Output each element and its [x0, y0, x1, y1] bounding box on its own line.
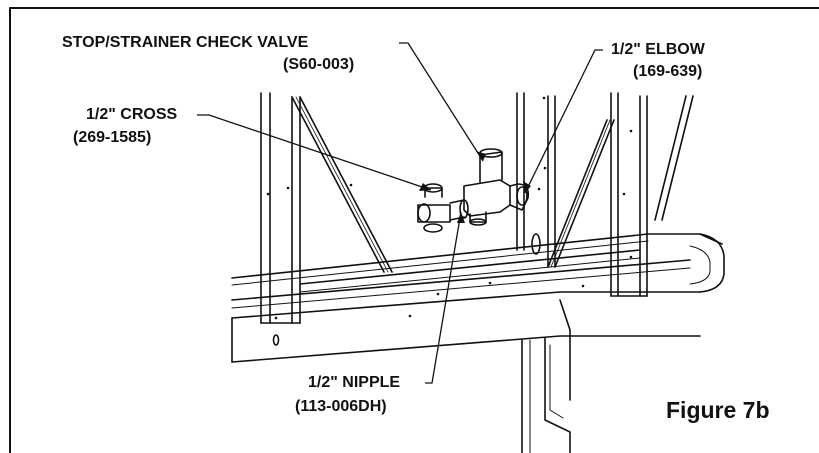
cross-part-number: (269-1585)	[73, 129, 152, 146]
horizontal-rail-top	[231, 233, 723, 279]
elbow-part-number: (169-639)	[633, 63, 703, 80]
left-upright-post	[260, 92, 301, 324]
arrow-nipple	[457, 212, 465, 223]
center-upright-post	[516, 92, 556, 267]
valve-top-port	[479, 151, 503, 183]
leader-elbow	[524, 49, 603, 194]
leader-check-valve	[399, 42, 484, 162]
lower-leg-side	[559, 299, 571, 401]
check-valve-body	[463, 179, 511, 217]
horizontal-rail-lower-2	[231, 267, 691, 309]
leader-cross	[197, 114, 432, 191]
right-diagonal-brace	[547, 119, 615, 268]
front-bar-top	[231, 291, 701, 319]
arrow-elbow	[523, 181, 531, 193]
right-diagonal-brace-inner	[550, 119, 611, 268]
lower-leg-inner	[529, 339, 564, 453]
front-bar-bottom	[231, 335, 701, 363]
lower-leg-outer	[521, 337, 571, 453]
valve-bottom-port	[469, 211, 487, 223]
bolt-mark	[272, 334, 280, 346]
leader-nipple	[425, 211, 462, 384]
far-right-diagonal	[654, 95, 694, 221]
arrow-check-valve	[476, 151, 486, 161]
pipe-fitting-assembly	[417, 148, 530, 233]
nipple-label: 1/2" NIPPLE	[308, 374, 401, 391]
horizontal-rail-lower	[231, 259, 691, 301]
rail-slot	[531, 233, 541, 255]
check-valve-label: STOP/STRAINER CHECK VALVE	[62, 34, 309, 51]
left-diagonal-brace	[291, 96, 393, 273]
frame-border	[9, 7, 819, 453]
rail-right-end	[699, 233, 725, 293]
elbow-label: 1/2" ELBOW	[611, 41, 705, 58]
rear-crossbar-2	[299, 257, 641, 293]
nipple-part-number: (113-006DH)	[295, 398, 387, 415]
figure-caption: Figure 7b	[666, 397, 770, 423]
rail-right-end-inner	[689, 245, 711, 285]
rivet-dots	[266, 96, 633, 320]
rear-crossbar	[299, 249, 641, 285]
arrow-cross	[419, 183, 431, 191]
cross-label: 1/2" CROSS	[86, 106, 178, 123]
check-valve-part-number: (S60-003)	[283, 56, 355, 73]
left-diagonal-brace-inner	[295, 96, 389, 273]
horizontal-rail-top-inner	[231, 240, 649, 286]
right-upright-post	[610, 92, 648, 297]
